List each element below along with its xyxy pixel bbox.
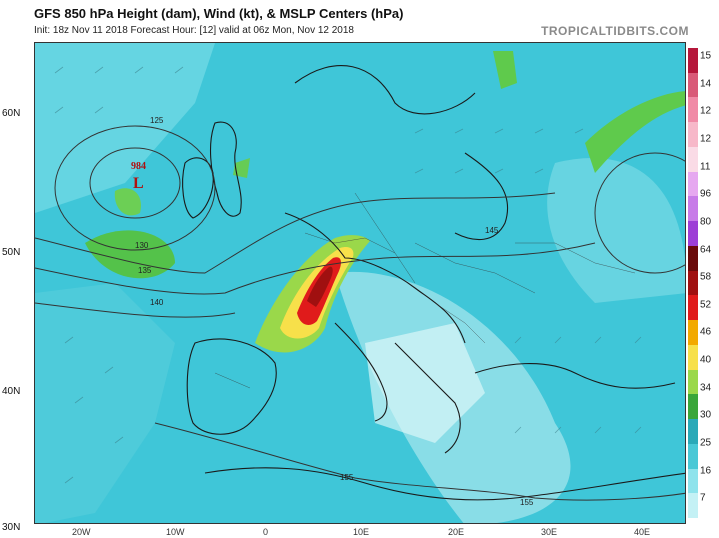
- contour-label: 130: [135, 241, 149, 250]
- colorbar-label: 96: [700, 188, 712, 200]
- colorbar-label: 58: [700, 271, 712, 283]
- lon-label-20w: 20W: [72, 527, 91, 537]
- colorbar-label: 15: [700, 50, 712, 62]
- colorbar-segment: [688, 72, 698, 98]
- lon-label-40e: 40E: [634, 527, 651, 537]
- contour-label: 140: [150, 298, 164, 307]
- colorbar-label: 25: [700, 437, 712, 449]
- colorbar-label: 34: [700, 382, 712, 394]
- colorbar-label: 80: [700, 216, 712, 228]
- colorbar-label: 14: [700, 78, 712, 90]
- colorbar-segment: [688, 493, 698, 519]
- contour-label: 145: [485, 226, 499, 235]
- colorbar-segment: [688, 221, 698, 247]
- lat-label-40n: 40N: [2, 386, 21, 397]
- colorbar-segment: [688, 245, 698, 272]
- colorbar-label: 30: [700, 409, 712, 421]
- colorbar-segment: [688, 468, 698, 494]
- low-pressure-value: 984: [131, 161, 146, 172]
- map-title: GFS 850 hPa Height (dam), Wind (kt), & M…: [34, 6, 404, 21]
- colorbar-segment: [688, 320, 698, 346]
- colorbar-label: 7: [700, 492, 706, 504]
- lat-label-60n: 60N: [2, 108, 21, 119]
- colorbar-segment: [688, 122, 698, 148]
- colorbar-label: 16: [700, 465, 712, 477]
- colorbar-segment: [688, 48, 698, 74]
- colorbar-label: 46: [700, 326, 712, 338]
- colorbar-segment: [688, 443, 698, 470]
- colorbar-segment: [688, 369, 698, 395]
- lon-label-20e: 20E: [448, 527, 465, 537]
- brand-watermark: TROPICALTIDBITS.COM: [541, 24, 689, 38]
- colorbar-segment: [688, 97, 698, 123]
- lat-label-50n: 50N: [2, 247, 21, 258]
- colorbar-segment: [688, 394, 698, 420]
- low-pressure-symbol: L: [133, 175, 144, 192]
- weather-map: 125 130 135 140 145 155 155 984 L: [34, 42, 686, 524]
- colorbar-label: 12: [700, 105, 712, 117]
- colorbar-segment: [688, 171, 698, 197]
- colorbar-segment: [688, 344, 698, 371]
- wind-speed-colorbar: 15 14 12 12 11 96 80 64 58 52 46 40 34 30 25 16 7: [688, 48, 718, 526]
- lon-label-10w: 10W: [166, 527, 185, 537]
- contour-label: 125: [150, 116, 164, 125]
- contour-label: 155: [520, 498, 534, 507]
- colorbar-segment: [688, 419, 698, 445]
- map-subtitle: Init: 18z Nov 11 2018 Forecast Hour: [12…: [34, 25, 354, 36]
- colorbar-label: 12: [700, 133, 712, 145]
- lon-label-0: 0: [263, 527, 269, 537]
- colorbar-segment: [688, 146, 698, 173]
- colorbar-segment: [688, 270, 698, 296]
- lon-label-10e: 10E: [353, 527, 370, 537]
- colorbar-label: 64: [700, 244, 712, 256]
- colorbar-label: 11: [700, 161, 711, 173]
- colorbar-segment: [688, 196, 698, 222]
- contour-label: 135: [138, 266, 152, 275]
- colorbar-label: 52: [700, 299, 712, 311]
- lat-label-30n: 30N: [2, 522, 21, 533]
- colorbar-segment: [688, 295, 698, 321]
- lon-label-30e: 30E: [541, 527, 558, 537]
- colorbar-label: 40: [700, 354, 712, 366]
- contour-label: 155: [340, 473, 354, 482]
